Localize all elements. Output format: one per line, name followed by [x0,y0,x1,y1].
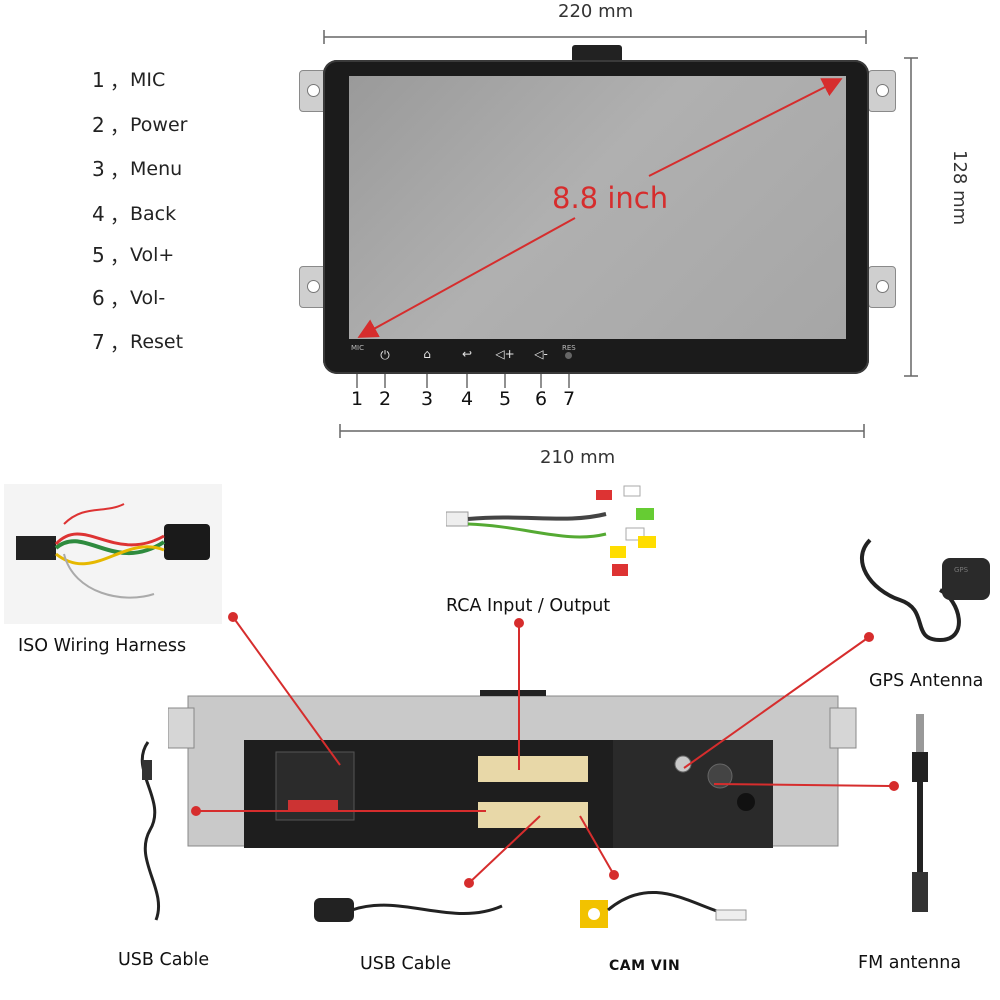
power-icon[interactable]: ⏻ [380,348,390,362]
callout-6: 6 [534,388,548,410]
legend-item-mic: 1，MIC [92,68,166,93]
volume-down-icon[interactable]: ◁- [534,347,548,361]
mount-ear-bottom-left [299,266,327,308]
diagonal-arrow [357,78,843,338]
bottom-width-label: 210 mm [540,447,616,468]
reset-icon[interactable] [565,352,572,359]
mount-ear-bottom-right [868,266,896,308]
callout-2: 2 [378,388,392,410]
rear-chassis [168,690,857,848]
callout-7: 7 [562,388,576,410]
screen-size-label: 8.8 inch [552,181,669,215]
back-icon[interactable]: ↩ [461,347,473,361]
cam-vin-image [580,890,747,928]
callout-1: 1 [350,388,364,410]
fm-antenna-label: FM antenna [858,953,962,973]
top-mount-clip [572,45,622,61]
rca-label: RCA Input / Output [446,596,611,616]
top-width-label: 220 mm [558,1,634,22]
gps-antenna-image: GPS [859,538,990,643]
svg-text:GPS: GPS [954,566,969,574]
res-text: RES [562,344,576,352]
callout-3: 3 [420,388,434,410]
mic-text: MIC [351,344,364,352]
connection-lines [191,612,899,888]
home-icon[interactable]: ⌂ [423,347,431,361]
cam-vin-label: CAM VIN [609,958,681,974]
usb-cable-center-image [314,898,503,922]
usb-cable-left-image [140,741,160,921]
display-screen [349,76,846,339]
fm-antenna-image [912,714,928,912]
legend-item-power: 2，Power [92,113,188,138]
gps-label: GPS Antenna [869,671,984,691]
legend-item-back: 4，Back [92,202,177,227]
legend-item-vol-up: 5，Vol+ [92,243,175,268]
mount-ear-top-right [868,70,896,112]
usb-cable-left-label: USB Cable [118,950,210,970]
callout-5: 5 [498,388,512,410]
rca-cable-image [446,485,656,576]
volume-up-icon[interactable]: ◁+ [495,347,515,361]
height-label: 128 mm [949,150,970,226]
legend-item-reset: 7，Reset [92,330,184,355]
usb-cable-center-label: USB Cable [360,954,452,974]
iso-harness-image [4,484,222,624]
legend-item-vol-down: 6，Vol- [92,286,166,311]
legend-item-menu: 3，Menu [92,157,183,182]
iso-harness-label: ISO Wiring Harness [18,636,187,656]
mount-ear-top-left [299,70,327,112]
callout-4: 4 [460,388,474,410]
